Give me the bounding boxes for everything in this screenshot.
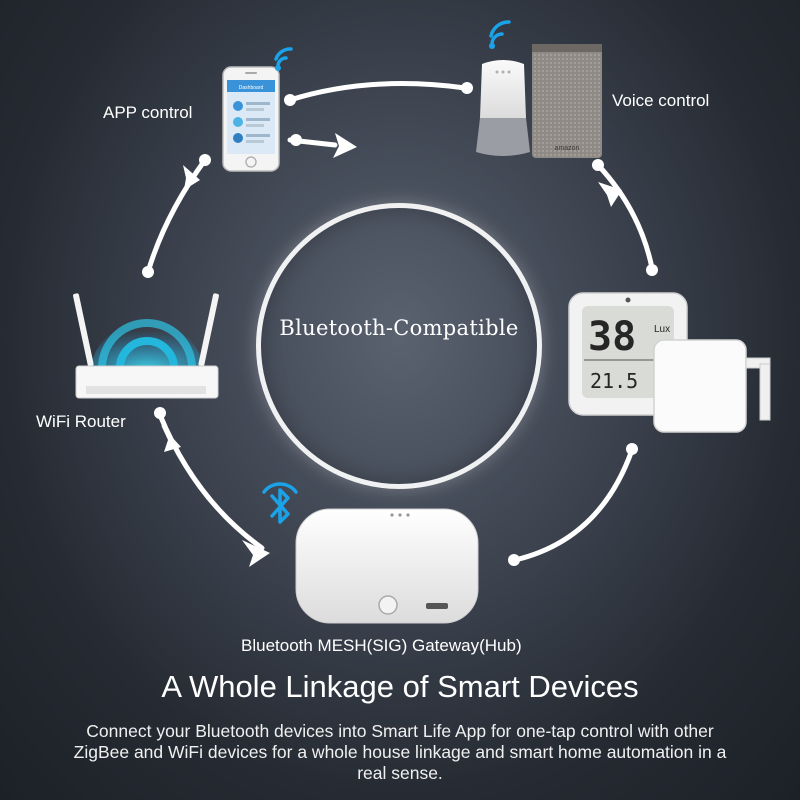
router-icon <box>73 293 219 399</box>
wifi-router-label: WiFi Router <box>36 412 126 431</box>
description: Connect your Bluetooth devices into Smar… <box>73 721 727 783</box>
sensor-secondary-value: 21.5 <box>590 369 638 393</box>
gateway-hub-device <box>292 505 482 632</box>
speaker-brand-text: amazon <box>555 145 580 152</box>
connector-dot <box>508 554 520 566</box>
connector-dot <box>592 159 604 171</box>
center-title: Bluetooth-Compatible <box>279 316 519 340</box>
connector-dot <box>646 264 658 276</box>
switch-bot-device <box>652 336 778 441</box>
connector-dot <box>626 443 638 455</box>
connector-app-to-voice <box>287 81 468 103</box>
arrow-icon <box>242 540 270 567</box>
connector-sensor-to-gateway <box>512 447 635 563</box>
arrow-icon <box>161 425 181 452</box>
hub-icon <box>295 508 479 624</box>
connector-gateway-to-router <box>157 412 265 551</box>
arrow-icon <box>183 165 200 190</box>
switch-bot-icon <box>653 339 771 433</box>
headline: A Whole Linkage of Smart Devices <box>161 669 639 704</box>
gateway-label: Bluetooth MESH(SIG) Gateway(Hub) <box>241 636 522 655</box>
arrow-icon <box>333 133 357 158</box>
wifi-signal-icon <box>489 20 511 49</box>
center-ring <box>256 203 542 489</box>
sensor-unit: Lux <box>654 324 670 335</box>
bluetooth-icon <box>262 482 298 524</box>
connector-dot <box>461 82 473 94</box>
smart-speaker-icon: amazon <box>532 44 602 158</box>
connector-dot <box>199 154 211 166</box>
arrow-icon <box>598 182 622 207</box>
connector-dot <box>290 134 302 146</box>
connector-voice-to-sensor <box>595 162 655 271</box>
app-control-label: APP control <box>103 103 193 122</box>
wifi-router-device <box>72 286 222 409</box>
wifi-signal-icon <box>274 47 293 71</box>
connector-dot <box>154 407 166 419</box>
connector-dot <box>284 94 296 106</box>
smart-speaker-icon <box>476 60 530 156</box>
connector-router-to-app <box>145 157 208 275</box>
smartphone-icon: Dashboard <box>222 66 280 172</box>
connector-dot <box>142 266 154 278</box>
smartphone-device: Dashboard <box>222 66 282 179</box>
phone-screen-title: Dashboard <box>239 85 264 91</box>
voice-control-label: Voice control <box>612 91 710 110</box>
google-speaker-device <box>474 58 532 163</box>
amazon-speaker-device: amazon <box>530 42 604 165</box>
sensor-main-value: 38 <box>588 314 636 360</box>
